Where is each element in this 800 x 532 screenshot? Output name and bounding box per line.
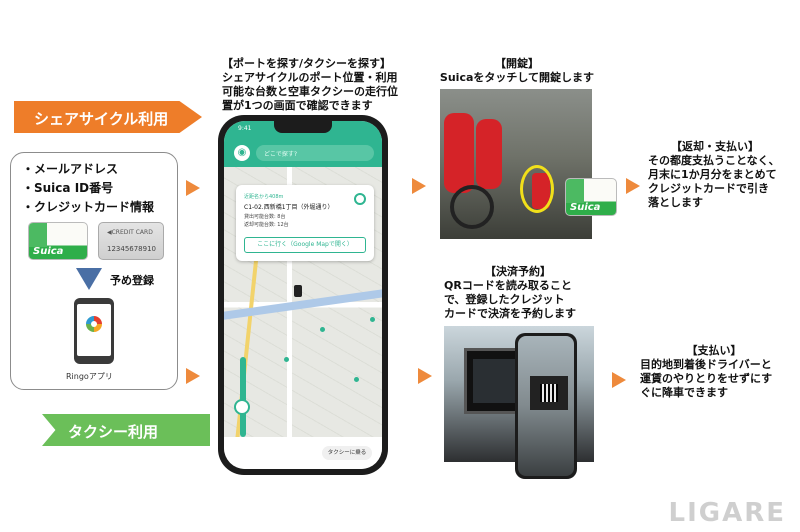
- caption-reserve-line: QRコードを読み取ること: [444, 279, 572, 292]
- ringo-app-phone-icon: [74, 298, 114, 364]
- app-screen: 9:41 ◉ どこで探す? 近距名から408m C1-02.西新橋1丁目（外堀通…: [224, 121, 382, 469]
- caption-return-title: 【返却・支払い】: [671, 140, 759, 153]
- caption-return-pay: 【返却・支払い】 その都度支払うことなく、 月末に1か月分をまとめて クレジット…: [648, 140, 782, 210]
- card-title: C1-02.西新橋1丁目（外堀通り）: [244, 204, 334, 211]
- caption-search-line: 置が1つの画面で確認できます: [222, 99, 373, 112]
- go-here-button[interactable]: ここに行く（Google Mapで開く）: [244, 237, 366, 253]
- ligare-watermark: LIGARE: [668, 498, 786, 528]
- card-header: 近距名から408m: [244, 194, 284, 200]
- caption-return-line: 落とします: [648, 196, 703, 209]
- reg-item-suica-id: ・Suica ID番号: [22, 181, 114, 195]
- app-logo-icon[interactable]: ◉: [234, 145, 250, 161]
- caption-reserve-pay: 【決済予約】 QRコードを読み取ること で、登録したクレジット カードで決済を予…: [444, 265, 592, 321]
- caption-reserve-line: カードで決済を予約します: [444, 307, 576, 320]
- ringo-app-label: Ringoアプリ: [66, 372, 113, 381]
- reg-item-credit-card: ・クレジットカード情報: [22, 200, 155, 214]
- suica-card-image: Suica: [565, 178, 617, 216]
- caption-unlock: 【開錠】 Suicaをタッチして開錠します: [436, 57, 598, 85]
- suica-logo: Suica: [33, 246, 64, 257]
- down-arrow-icon: [76, 268, 102, 290]
- caption-unlock-title: 【開錠】: [495, 57, 539, 70]
- caption-return-line: 月末に1か月分をまとめて: [648, 168, 777, 181]
- search-input[interactable]: どこで探す?: [256, 145, 374, 161]
- arrow-right-icon: [186, 368, 200, 384]
- location-pin-icon: [354, 193, 366, 205]
- map-river: [224, 285, 382, 321]
- caption-taxi-line: ぐに降車できます: [640, 386, 728, 399]
- port-marker-icon[interactable]: [370, 317, 375, 322]
- reg-item-email: ・メールアドレス: [22, 162, 119, 176]
- caption-taxi-title: 【支払い】: [686, 344, 742, 357]
- qr-code-icon: [540, 384, 558, 402]
- caption-taxi-line: 目的地到着後ドライバーと: [640, 358, 772, 371]
- map-route: [240, 357, 246, 437]
- credit-card-label: ◀CREDIT CARD: [107, 229, 153, 236]
- port-info-card[interactable]: 近距名から408m C1-02.西新橋1丁目（外堀通り） 貸出可能台数: 8台 …: [236, 185, 374, 261]
- card-available-bikes: 貸出可能台数: 8台: [244, 214, 286, 220]
- phone-notch: [274, 121, 332, 133]
- credit-card-number: 12345678910: [107, 245, 156, 253]
- port-marker-icon[interactable]: [320, 327, 325, 332]
- taxi-marker-icon[interactable]: [294, 285, 302, 297]
- arrow-right-icon: [626, 178, 640, 194]
- caption-return-line: その都度支払うことなく、: [648, 154, 780, 167]
- bike-unlock-photo: [440, 89, 592, 239]
- highlight-ring: [520, 165, 554, 213]
- suica-card-image: Suica: [28, 222, 88, 260]
- caption-taxi-pay: 【支払い】 目的地到着後ドライバーと 運賃のやりとりをせずにす ぐに降車できます: [640, 344, 788, 400]
- qr-scan-phone: [515, 333, 577, 479]
- caption-search-title: 【ポートを探す/タクシーを探す】: [222, 57, 392, 70]
- arrow-right-icon: [418, 368, 432, 384]
- share-cycle-banner: シェアサイクル利用: [14, 101, 202, 133]
- caption-taxi-line: 運賃のやりとりをせずにす: [640, 372, 773, 385]
- arrow-right-icon: [612, 372, 626, 388]
- arrow-right-icon: [186, 180, 200, 196]
- taxi-payment-terminal: [464, 348, 518, 414]
- caption-reserve-line: で、登録したクレジット: [444, 293, 565, 306]
- smartphone-mockup: 9:41 ◉ どこで探す? 近距名から408m C1-02.西新橋1丁目（外堀通…: [218, 115, 388, 475]
- arrow-right-icon: [412, 178, 426, 194]
- caption-return-line: クレジットカードで引き: [648, 182, 769, 195]
- pre-registration-label: 予め登録: [110, 274, 154, 287]
- port-marker-icon[interactable]: [354, 377, 359, 382]
- locate-me-icon[interactable]: [234, 399, 250, 415]
- caption-search: 【ポートを探す/タクシーを探す】 シェアサイクルのポート位置・利用 可能な台数と…: [222, 57, 398, 113]
- caption-search-line: 可能な台数と空車タクシーの走行位: [222, 85, 398, 98]
- ringo-apple-logo-icon: [86, 316, 102, 332]
- bottom-bar: タクシーに乗る: [224, 437, 382, 469]
- ride-taxi-button[interactable]: タクシーに乗る: [322, 446, 372, 460]
- card-return-slots: 返却可能台数: 12台: [244, 222, 289, 228]
- port-marker-icon[interactable]: [284, 357, 289, 362]
- status-time: 9:41: [238, 125, 252, 132]
- caption-search-line: シェアサイクルのポート位置・利用: [222, 71, 398, 84]
- registration-list: ・メールアドレス ・Suica ID番号 ・クレジットカード情報: [22, 160, 154, 217]
- suica-logo: Suica: [570, 202, 601, 213]
- taxi-banner: タクシー利用: [42, 414, 210, 446]
- credit-card-image: ◀CREDIT CARD 12345678910: [98, 222, 164, 260]
- caption-unlock-line: Suicaをタッチして開錠します: [439, 71, 595, 84]
- caption-reserve-title: 【決済予約】: [485, 265, 551, 278]
